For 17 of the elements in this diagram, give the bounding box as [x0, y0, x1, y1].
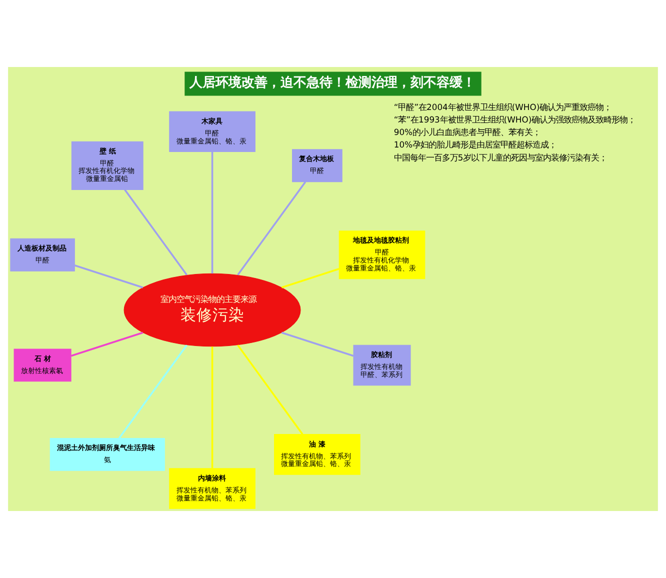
connector	[237, 181, 306, 276]
connector	[118, 344, 188, 439]
label: 90%的小儿白血病患者与甲醛、苯有关；	[394, 127, 541, 138]
diagram-title: 人居环境改善，迫不急待！检测治理，刻不容缓！	[190, 76, 476, 91]
connector	[70, 332, 144, 357]
label: “甲醛”在2004年被世界卫生组织(WHO)确认为严重致癌物；	[394, 102, 612, 112]
connector	[281, 332, 354, 357]
label: 中国每年一百多万5岁以下儿童的死因与室内装修污染有关；	[394, 152, 608, 162]
connector	[124, 189, 188, 276]
connector	[211, 346, 214, 468]
connector	[74, 264, 144, 288]
connector	[211, 152, 214, 274]
label: “苯”在1993年被世界卫生组织(WHO)确认为强致癌物及致畸形物；	[394, 114, 636, 125]
node-ellipse: 室内空气污染物的主要来源 装修污染	[124, 273, 301, 347]
connector	[281, 268, 340, 288]
connector	[237, 344, 304, 435]
label: 10%孕妇的胎儿畸形是由居室甲醛超标造成；	[394, 140, 557, 150]
